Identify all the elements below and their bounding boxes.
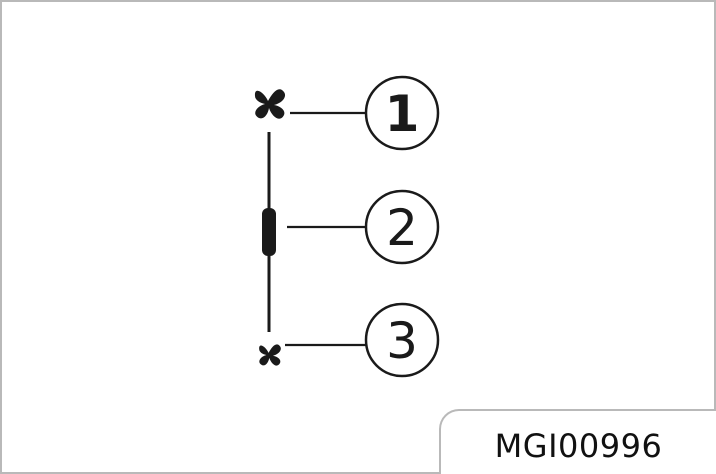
svg-text:3: 3 — [386, 312, 418, 370]
svg-text:2: 2 — [386, 199, 418, 257]
callout-1: 1 — [364, 75, 440, 151]
slider-bar-icon — [262, 208, 276, 256]
fan-icon-small — [259, 344, 281, 366]
figure-id-tab: MGI00996 — [439, 409, 716, 474]
svg-text:1: 1 — [385, 85, 420, 143]
figure-id-label: MGI00996 — [494, 426, 663, 465]
fan-icon-large — [254, 89, 286, 119]
callout-2: 2 — [364, 189, 440, 265]
callout-3: 3 — [364, 302, 440, 378]
